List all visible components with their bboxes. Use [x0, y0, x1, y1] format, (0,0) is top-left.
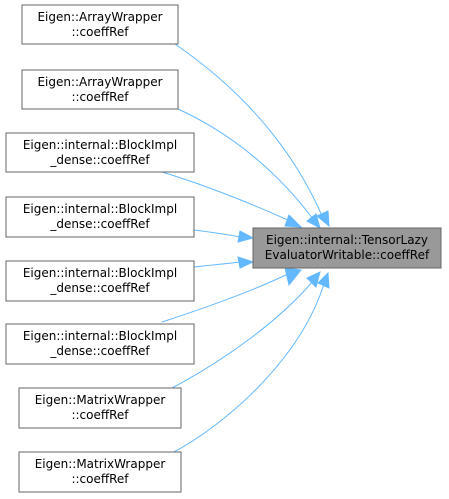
call-edge-7 [171, 271, 321, 389]
caller-node-label: Eigen::internal::BlockImpl [23, 266, 177, 280]
target-node-line2: EvaluatorWritable::coeffRef [265, 248, 430, 262]
edges [161, 43, 330, 454]
target-node-line1: Eigen::internal::TensorLazy [266, 233, 428, 247]
caller-node-label: ::coeffRef [71, 408, 129, 422]
call-edge-1 [174, 43, 330, 228]
caller-node-label: Eigen::internal::BlockImpl [23, 202, 177, 216]
caller-node-2[interactable]: Eigen::ArrayWrapper ::coeffRef [21, 69, 179, 110]
caller-node-label: Eigen::ArrayWrapper [37, 75, 162, 89]
target-node[interactable]: Eigen::internal::TensorLazy EvaluatorWri… [252, 227, 442, 269]
call-edge-3 [161, 171, 303, 228]
caller-node-label: Eigen::MatrixWrapper [35, 393, 166, 407]
caller-node-label: _dense::coeffRef [49, 281, 150, 295]
call-edge-4 [193, 229, 255, 243]
caller-node-1[interactable]: Eigen::ArrayWrapper ::coeffRef [21, 4, 179, 45]
caller-node-5[interactable]: Eigen::internal::BlockImpl _dense::coeff… [5, 260, 195, 302]
call-edge-6 [161, 267, 302, 323]
caller-node-label: _dense::coeffRef [49, 217, 150, 231]
caller-node-label: ::coeffRef [71, 472, 129, 486]
caller-node-label: ::coeffRef [71, 90, 129, 104]
caller-node-6[interactable]: Eigen::internal::BlockImpl _dense::coeff… [5, 323, 195, 365]
caller-node-label: Eigen::ArrayWrapper [37, 10, 162, 24]
call-edge-5 [193, 256, 255, 269]
caller-node-7[interactable]: Eigen::MatrixWrapper ::coeffRef [18, 387, 182, 429]
caller-node-4[interactable]: Eigen::internal::BlockImpl _dense::coeff… [5, 196, 195, 238]
call-edge-2 [177, 108, 321, 230]
caller-node-label: Eigen::internal::BlockImpl [23, 329, 177, 343]
call-edge-8 [171, 271, 330, 454]
caller-node-label: Eigen::MatrixWrapper [35, 457, 166, 471]
caller-node-label: Eigen::internal::BlockImpl [23, 138, 177, 152]
caller-node-label: _dense::coeffRef [49, 344, 150, 358]
caller-node-3[interactable]: Eigen::internal::BlockImpl _dense::coeff… [5, 132, 195, 173]
caller-node-label: _dense::coeffRef [49, 153, 150, 167]
caller-node-label: ::coeffRef [71, 25, 129, 39]
caller-node-8[interactable]: Eigen::MatrixWrapper ::coeffRef [18, 451, 182, 493]
